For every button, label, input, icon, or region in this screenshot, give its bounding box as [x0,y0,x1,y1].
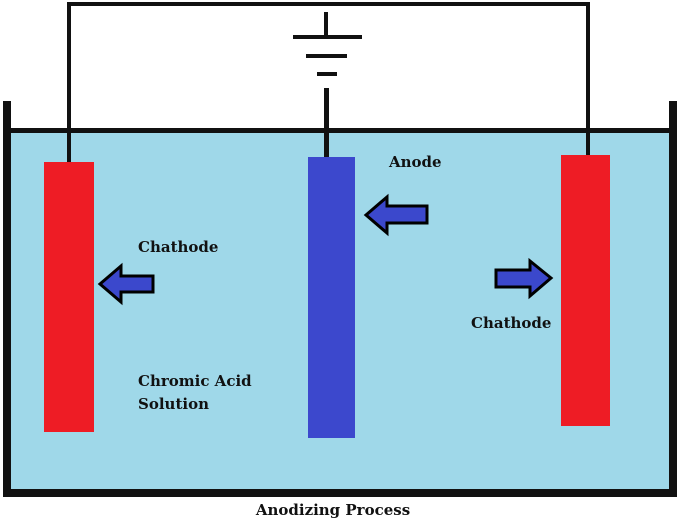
tank [3,101,677,497]
tank-bottom [3,489,677,497]
right-vertical-wire [586,2,590,157]
right-arrow-icon [494,257,554,300]
solution-label-line-2: Solution [138,395,209,413]
diagram-caption: Anodizing Process [255,501,410,519]
anode-arrow-icon [363,193,429,237]
top-wire [67,2,590,6]
anode-label: Anode [388,153,442,171]
solution-label-line-1: Chromic Acid [138,372,252,390]
left-cathode-label: Chathode [138,238,218,256]
ground-line-2 [306,54,347,58]
ground-stem [324,12,328,36]
left-vertical-wire [67,2,71,162]
anode [308,157,355,438]
right-cathode [561,155,610,426]
ground-line-1 [293,35,362,39]
ground-line-3 [317,72,337,76]
circuit-wires [67,2,590,162]
tank-left-wall [3,101,11,497]
anode-wire [324,88,329,158]
solution-surface-line [3,128,677,133]
left-cathode [44,162,94,432]
tank-right-wall [669,101,677,497]
left-arrow-icon [97,262,155,306]
ground-symbol [293,12,362,76]
right-cathode-label: Chathode [471,314,551,332]
